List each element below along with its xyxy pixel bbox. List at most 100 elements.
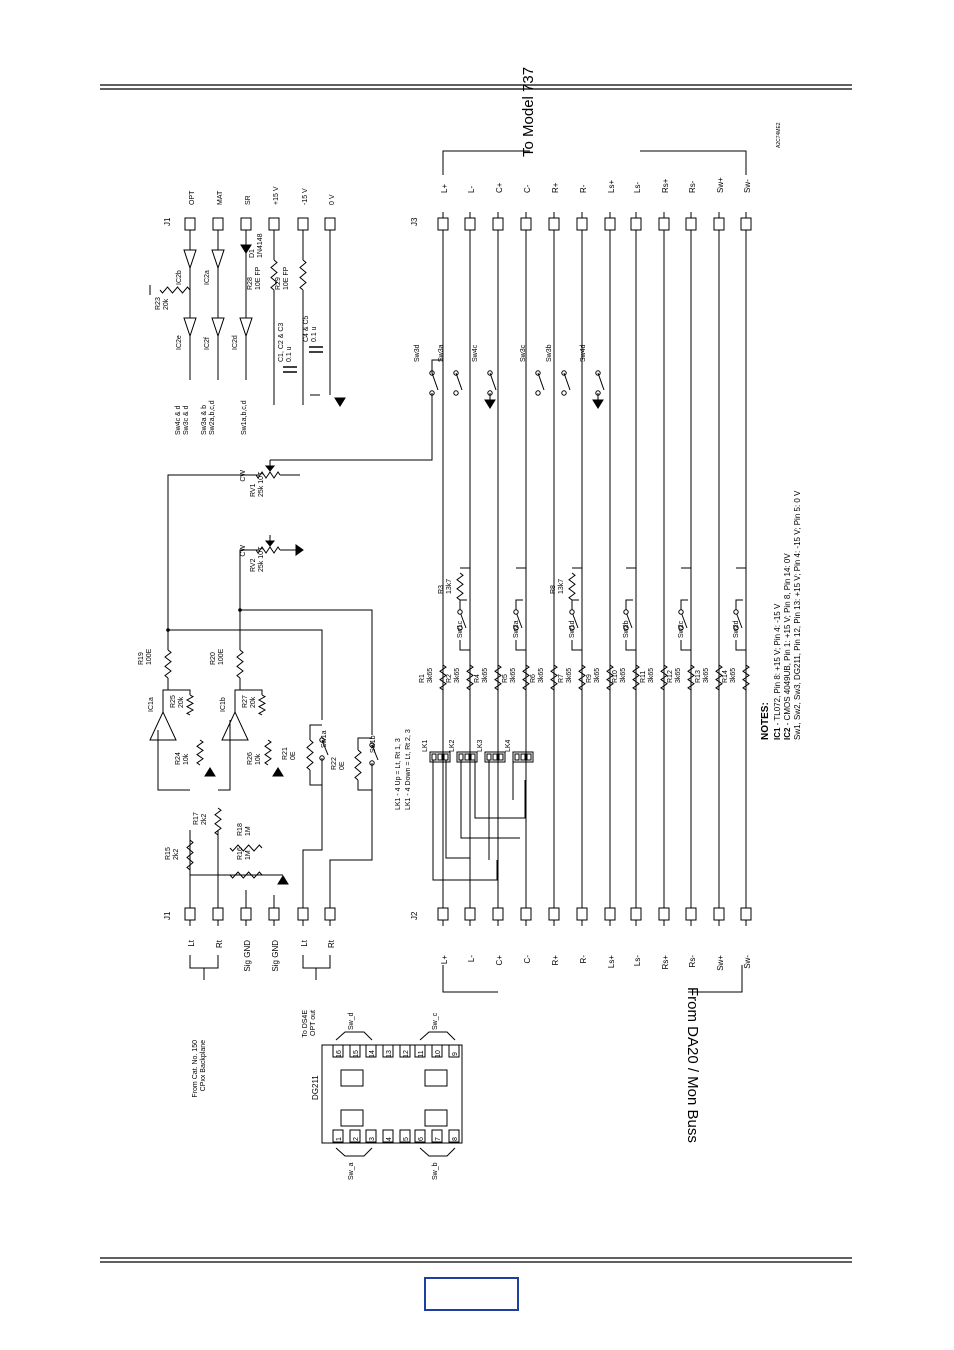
r22-label: R220E <box>331 757 346 770</box>
j3-pin <box>520 217 532 231</box>
bus-resistor-label: R93k65 <box>586 668 601 683</box>
resistor-body <box>306 739 314 771</box>
r-label: R313k7 <box>438 579 453 594</box>
resistor-body <box>214 807 222 836</box>
dg211-pin-bottom <box>365 1129 377 1143</box>
link-label: LK3 <box>477 739 484 752</box>
opamp-label: IC1b <box>220 697 227 712</box>
resistor-body <box>456 572 464 601</box>
dg211-pin-number: 5 <box>403 1137 410 1141</box>
bus-resistor-label: R123k65 <box>667 668 682 683</box>
switch-contact <box>513 609 519 615</box>
wiper-arrow <box>264 465 276 472</box>
wire <box>419 1031 456 1041</box>
resistor-body <box>164 649 172 679</box>
j2-signal-label: R- <box>579 955 588 964</box>
switch-contact <box>457 625 463 631</box>
j1-top-pin-label: 0 V <box>329 194 336 205</box>
j2-signal-label: Rs+ <box>661 955 670 970</box>
resistor-body <box>229 844 263 852</box>
resistor-body <box>466 664 474 691</box>
wire <box>460 760 520 839</box>
bus-resistor-label: R133k65 <box>695 668 710 683</box>
j1-top-pin <box>240 217 252 231</box>
dg211-pin-number: 4 <box>386 1137 393 1141</box>
j1-pin-label: Sig GND <box>271 940 280 972</box>
j1-pin-label: Rt <box>215 939 224 948</box>
wire <box>735 599 743 605</box>
link-pin <box>514 753 520 761</box>
j3-pin <box>492 217 504 231</box>
dg211-pin-number: 16 <box>336 1050 343 1058</box>
resistor-body <box>660 664 668 691</box>
resistor-body <box>264 739 272 766</box>
j2-pin <box>658 907 670 921</box>
wire <box>371 744 379 761</box>
j1-pin <box>268 907 280 921</box>
j1-pin-label: Lt <box>187 939 196 946</box>
j1-top-pin-label: +15 V <box>273 186 280 205</box>
dg211-pin-number: 6 <box>418 1137 425 1141</box>
j1-dest-note: To DS4EOPT out <box>302 1010 317 1038</box>
j1-pin <box>212 907 224 921</box>
link-pin <box>498 753 504 761</box>
wire <box>321 739 329 756</box>
wire <box>680 640 691 651</box>
output-switch-label: Sw3c <box>520 344 527 362</box>
bus-switch-label: Sw1c <box>457 620 464 638</box>
j3-signal-label: Rs+ <box>661 178 670 193</box>
resistor-body <box>439 664 447 691</box>
output-switch-label: Sw4c <box>472 344 479 362</box>
bus-switch-label: Sw2c <box>678 620 685 638</box>
wire <box>571 611 579 629</box>
resistor-body <box>196 739 204 766</box>
j3-pin <box>604 217 616 231</box>
resistor-body <box>185 694 195 716</box>
resistor-body <box>186 839 194 871</box>
resistor-body <box>742 664 750 691</box>
dg211-pin-number: 12 <box>403 1050 410 1058</box>
switch-contact <box>513 625 519 631</box>
dg211-chip <box>321 1044 463 1144</box>
wire <box>309 758 323 786</box>
note-line: Sw1, Sw2, Sw3, DG211, Pin 12, Pin 13: +1… <box>793 490 802 740</box>
r15-label: R152k2 <box>165 847 180 860</box>
link-pin <box>492 753 498 761</box>
j3-signal-label: R+ <box>551 182 560 193</box>
dg211-sw-label: Sw_a <box>348 1162 355 1180</box>
ground-arrow <box>484 399 496 409</box>
wire <box>432 760 498 881</box>
page-nav-box[interactable] <box>424 1277 519 1311</box>
dg211-pin-number: 2 <box>353 1137 360 1141</box>
inverter-output-label: Sw2a,b,c,d <box>209 400 216 435</box>
j1-left-label: J1 <box>163 911 172 920</box>
j3-pin <box>740 217 752 231</box>
caps-c1-label: C1, C2 & C30.1 u <box>278 323 293 362</box>
bus-resistor-label: R73k65 <box>558 668 573 683</box>
wire <box>537 372 545 391</box>
inverter-ic2d <box>239 317 253 338</box>
wire <box>459 599 467 605</box>
dg211-switch-cell <box>340 1069 364 1087</box>
gnd-arrow <box>204 767 216 777</box>
j2-signal-label: Sw- <box>743 955 752 969</box>
j3-pin <box>685 217 697 231</box>
resistor-body <box>606 664 614 691</box>
wire <box>335 1031 373 1041</box>
j2-signal-label: Rs- <box>688 955 697 968</box>
j3-signal-label: Ls- <box>633 182 642 193</box>
pot-cw-label: CW <box>240 470 247 482</box>
wire <box>189 955 219 969</box>
link-block <box>429 751 451 763</box>
link-pin <box>464 753 470 761</box>
resistor-body <box>632 664 640 691</box>
resistor-body <box>255 471 281 479</box>
wire <box>625 640 636 651</box>
wire <box>571 599 579 605</box>
wire <box>515 599 523 605</box>
j3-pin <box>464 217 476 231</box>
switch-contact <box>623 625 629 631</box>
sw1a-label: Sw1a <box>321 730 328 748</box>
j1-pin-label: Sig GND <box>243 940 252 972</box>
pot-cw-label: CW <box>240 545 247 557</box>
